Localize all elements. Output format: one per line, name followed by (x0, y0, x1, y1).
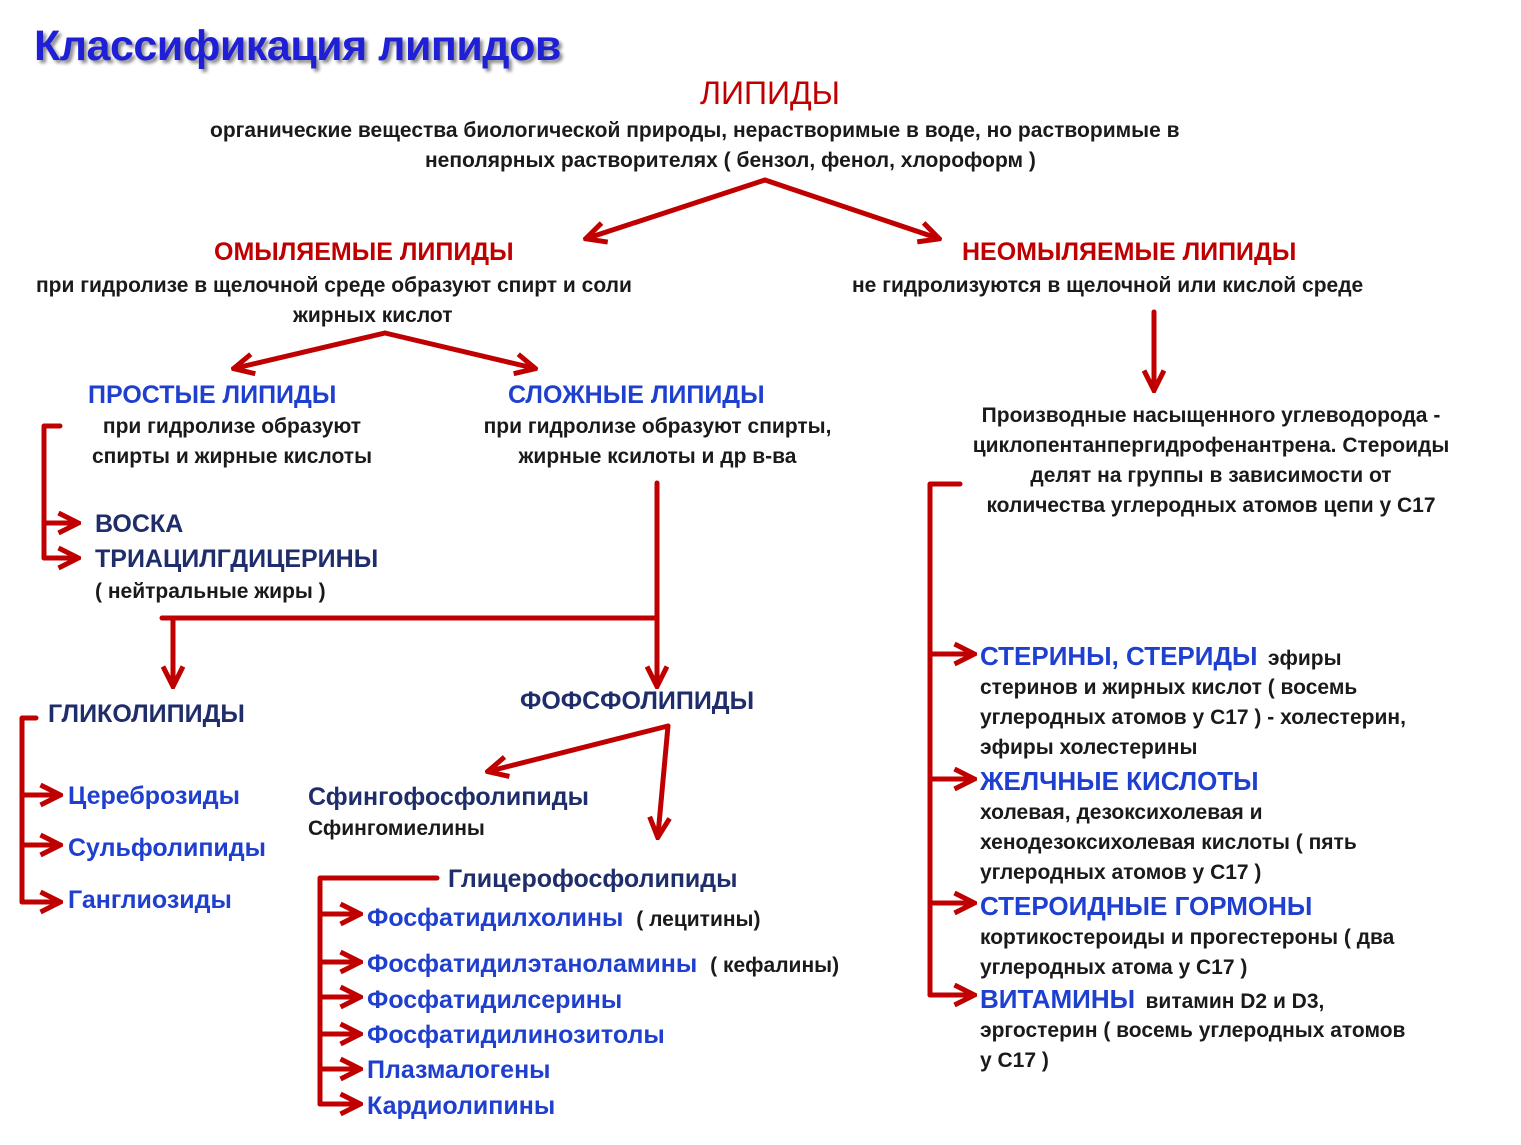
derivatives-line1: Производные насыщенного углеводорода - (981, 404, 1441, 427)
saponifiable-desc-line2: жирных кислот (293, 304, 453, 327)
vitamins-heading: ВИТАМИНЫ витамин D2 и D3, (980, 984, 1324, 1015)
root-label: ЛИПИДЫ (700, 75, 840, 111)
page-title: Классификация липидов (34, 22, 561, 70)
bile-line1: холевая, дезоксихолевая и (980, 801, 1263, 824)
hormones-line2: углеродных атома у С17 ) (980, 956, 1248, 979)
bracket-glycero (317, 875, 440, 1107)
glycolipid-item-sulfolipids: Сульфолипиды (68, 834, 267, 862)
bracket-simple (41, 423, 63, 561)
bracket-glycolipids (19, 715, 39, 905)
sterins-line2: углеродных атомов у С17 ) - холестерин, (980, 706, 1406, 729)
sphingo-label: Сфингофосфолипиды (308, 783, 589, 811)
arrow-root-to-saponifiable (588, 177, 768, 238)
glycero-item-6: Кардиолипины (367, 1092, 556, 1120)
hormones-line1: кортикостероиды и прогестероны ( два (980, 926, 1395, 949)
sterins-line3: эфиры холестерины (980, 736, 1198, 759)
arrow-sap-to-complex (382, 330, 533, 368)
arrow-sap-to-simple (236, 330, 388, 368)
bile-line3: углеродных атомов у С17 ) (980, 861, 1262, 884)
simple-desc-line2: спирты и жирные кислоты (91, 445, 373, 468)
unsaponifiable-desc: не гидролизуются в щелочной или кислой с… (852, 274, 1364, 297)
simple-item-waxes: ВОСКА (95, 510, 184, 538)
bracket-steroids (927, 481, 963, 998)
sterins-line1: стеринов и жирных кислот ( восемь (980, 676, 1358, 699)
simple-desc-line1: при гидролизе образуют (102, 415, 362, 438)
vitamins-label: ВИТАМИНЫ (980, 984, 1136, 1014)
glycero-item-3: Фосфатидилсерины (367, 986, 623, 1014)
complex-desc-line1: при гидролизе образуют спирты, (483, 415, 832, 438)
simple-item-triacylglycerols: ТРИАЦИЛГДИЦЕРИНЫ (95, 545, 379, 573)
saponifiable-desc-line1: при гидролизе в щелочной среде образуют … (36, 274, 632, 297)
glycero-item-5: Плазмалогены (367, 1056, 551, 1084)
glycolipid-item-cerebrosides: Цереброзиды (68, 782, 240, 810)
simple-lipids-label: ПРОСТЫЕ ЛИПИДЫ (88, 381, 337, 409)
simple-note: ( нейтральные жиры ) (95, 580, 326, 603)
sterins-label: СТЕРИНЫ, СТЕРИДЫ (980, 641, 1258, 671)
glycolipid-item-gangliosides: Ганглиозиды (68, 886, 232, 914)
glycero-label: Глицерофосфолипиды (448, 865, 738, 893)
sphingo-sub: Сфингомиелины (308, 817, 485, 840)
derivatives-line2: циклопентанпергидрофенантрена. Стероиды (972, 434, 1450, 457)
glycero-item-4: Фосфатидилинозитолы (367, 1021, 665, 1049)
vitamins-line1: эргостерин ( восемь углеродных атомов (980, 1019, 1406, 1042)
glycero-item-1: Фосфатидилхолины ( лецитины) (367, 904, 760, 933)
vitamins-inline: витамин D2 и D3, (1145, 990, 1325, 1013)
unsaponifiable-label: НЕОМЫЛЯЕМЫЕ ЛИПИДЫ (962, 238, 1297, 266)
root-desc-line2: неполярных растворителях ( бензол, фенол… (425, 149, 1036, 172)
glycero-item-name: Фосфатидилэтаноламины (367, 950, 698, 978)
glycero-item-note: ( лецитины) (636, 908, 761, 931)
arrow-root-to-unsaponifiable (762, 177, 937, 238)
derivatives-line4: количества углеродных атомов цепи у С17 (986, 494, 1436, 517)
glycero-item-note: ( кефалины) (710, 954, 840, 977)
phospholipids-label: ФОФСФОЛИПИДЫ (520, 687, 755, 715)
saponifiable-label: ОМЫЛЯЕМЫЕ ЛИПИДЫ (214, 238, 514, 266)
arrow-to-glycero (658, 723, 668, 835)
complex-desc-line2: жирные ксилоты и др в-ва (518, 445, 797, 468)
sterins-heading: СТЕРИНЫ, СТЕРИДЫ эфиры (980, 641, 1342, 672)
arrow-to-sphingo (490, 723, 671, 771)
complex-lipids-label: СЛОЖНЫЕ ЛИПИДЫ (508, 381, 765, 409)
glycero-item-name: Фосфатидилхолины (367, 904, 624, 932)
glycolipids-label: ГЛИКОЛИПИДЫ (48, 700, 245, 728)
bile-line2: хенодезоксихолевая кислоты ( пять (980, 831, 1357, 854)
hormones-label: СТЕРОИДНЫЕ ГОРМОНЫ (980, 891, 1313, 921)
sterins-inline: эфиры (1267, 647, 1342, 670)
glycero-item-2: Фосфатидилэтаноламины ( кефалины) (367, 950, 839, 979)
root-desc-line1: органические вещества биологической прир… (210, 119, 1180, 142)
vitamins-line2: у С17 ) (980, 1049, 1049, 1072)
derivatives-line3: делят на группы в зависимости от (1030, 464, 1392, 487)
bile-label: ЖЕЛЧНЫЕ КИСЛОТЫ (980, 766, 1259, 796)
